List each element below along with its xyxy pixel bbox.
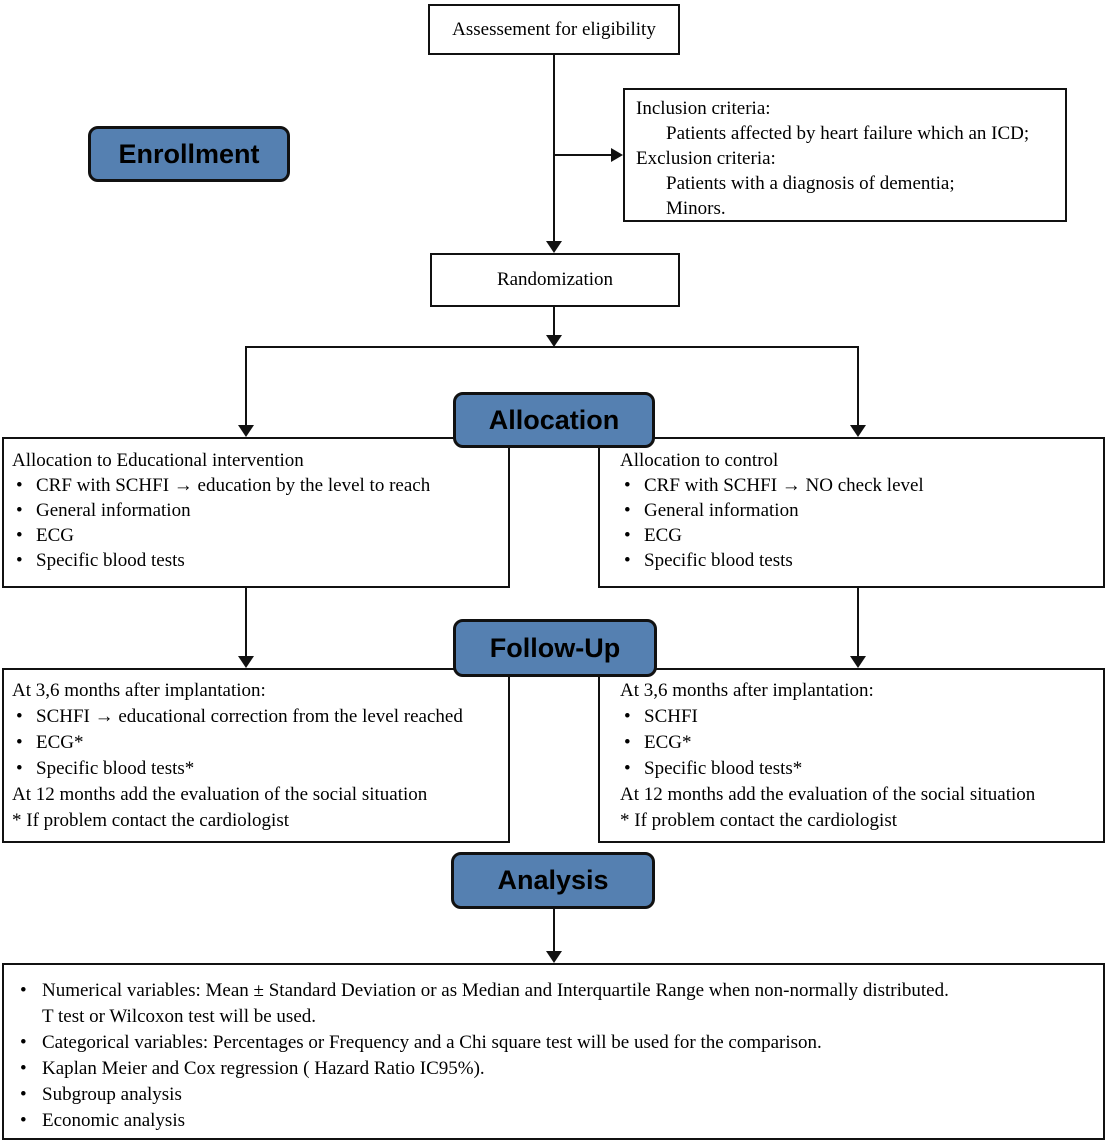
criteria-line: Exclusion criteria: [636,148,776,169]
eligibility-text: Assessement for eligibility [452,18,656,40]
bullet-glyph: • [624,758,631,779]
alloc-left-line: Allocation to Educational intervention [12,450,304,471]
alloc-right-line: •ECG [620,523,1095,548]
arrowhead-into-fu-left [238,656,254,668]
bullet-glyph: • [20,980,27,1001]
arrowhead-into-criteria [611,148,623,162]
bullet-glyph: • [16,500,23,521]
analysis-line: •Categorical variables: Percentages or F… [18,1030,1095,1056]
bullet-glyph: • [20,1058,27,1079]
alloc-left-line: •ECG [12,523,500,548]
fu-right-line: •ECG* [620,730,1095,756]
enrollment-label: Enrollment [88,126,290,182]
bullet-glyph: • [16,732,23,753]
analysis-line: •Kaplan Meier and Cox regression ( Hazar… [18,1056,1095,1082]
bullet-glyph: • [16,550,23,571]
bullet-glyph: • [624,475,631,496]
fu-left-line: •ECG* [12,730,500,756]
analysis-line: •Subgroup analysis [18,1082,1095,1108]
connector-alloc-fu-left [245,588,247,656]
bullet-glyph: • [624,500,631,521]
alloc-right-line: Allocation to control [620,450,779,471]
allocation-control-box: Allocation to control •CRF with SCHFI → … [598,437,1105,588]
fu-left-line: •SCHFI → educational correction from the… [12,704,500,730]
followup-label: Follow-Up [453,619,657,677]
alloc-left-line: •General information [12,498,500,523]
fu-left-line: At 12 months add the evaluation of the s… [12,784,428,805]
bullet-glyph: • [624,732,631,753]
fu-right-line: At 12 months add the evaluation of the s… [620,784,1036,805]
connector-analysis [553,909,555,951]
analysis-line: T test or Wilcoxon test will be used. [42,1006,316,1027]
bullet-glyph: • [624,706,631,727]
bullet-glyph: • [16,706,23,727]
analysis-label: Analysis [451,852,655,909]
alloc-right-line: •CRF with SCHFI → NO check level [620,473,1095,498]
alloc-left-line: •Specific blood tests [12,548,500,573]
bullet-glyph: • [624,525,631,546]
bullet-glyph: • [16,758,23,779]
connector-randomization-split [553,307,555,335]
connector-to-criteria [553,154,611,156]
connector-split-alloc-left [245,346,247,425]
arrowhead-into-fu-right [850,656,866,668]
allocation-label: Allocation [453,392,655,448]
connector-alloc-fu-right [857,588,859,656]
arrowhead-into-alloc-right [850,425,866,437]
fu-right-line: •SCHFI [620,704,1095,730]
eligibility-box: Assessement for eligibility [428,4,680,55]
allocation-intervention-box: Allocation to Educational intervention •… [2,437,510,588]
split-horizontal-line [245,346,859,348]
bullet-glyph: • [20,1084,27,1105]
arrowhead-into-analysis [546,951,562,963]
fu-left-line: * If problem contact the cardiologist [12,810,289,831]
arrowhead-at-split [546,335,562,347]
bullet-glyph: • [20,1032,27,1053]
alloc-left-line: •CRF with SCHFI → education by the level… [12,473,500,498]
bullet-glyph: • [20,1110,27,1131]
arrowhead-into-randomization [546,241,562,253]
bullet-glyph: • [16,525,23,546]
alloc-right-line: •Specific blood tests [620,548,1095,573]
followup-control-box: At 3,6 months after implantation: •SCHFI… [598,668,1105,843]
arrowhead-into-alloc-left [238,425,254,437]
analysis-line: •Numerical variables: Mean ± Standard De… [18,978,1095,1004]
fu-right-line: •Specific blood tests* [620,756,1095,782]
fu-left-line: At 3,6 months after implantation: [12,680,266,701]
analysis-line: •Economic analysis [18,1108,1095,1134]
alloc-right-line: •General information [620,498,1095,523]
randomization-box: Randomization [430,253,680,307]
bullet-glyph: • [624,550,631,571]
fu-right-line: At 3,6 months after implantation: [620,680,874,701]
fu-left-line: •Specific blood tests* [12,756,500,782]
bullet-glyph: • [16,475,23,496]
criteria-box: Inclusion criteria: Patients affected by… [623,88,1067,222]
analysis-box: •Numerical variables: Mean ± Standard De… [2,963,1105,1140]
criteria-line: Patients affected by heart failure which… [666,123,1030,144]
fu-right-line: * If problem contact the cardiologist [620,810,897,831]
randomization-text: Randomization [496,269,614,290]
followup-intervention-box: At 3,6 months after implantation: •SCHFI… [2,668,510,843]
criteria-line: Inclusion criteria: [636,98,771,119]
connector-split-alloc-right [857,346,859,425]
connector-eligibility-randomization [553,55,555,242]
criteria-line: Patients with a diagnosis of dementia; [666,173,955,194]
criteria-line: Minors. [666,198,726,219]
